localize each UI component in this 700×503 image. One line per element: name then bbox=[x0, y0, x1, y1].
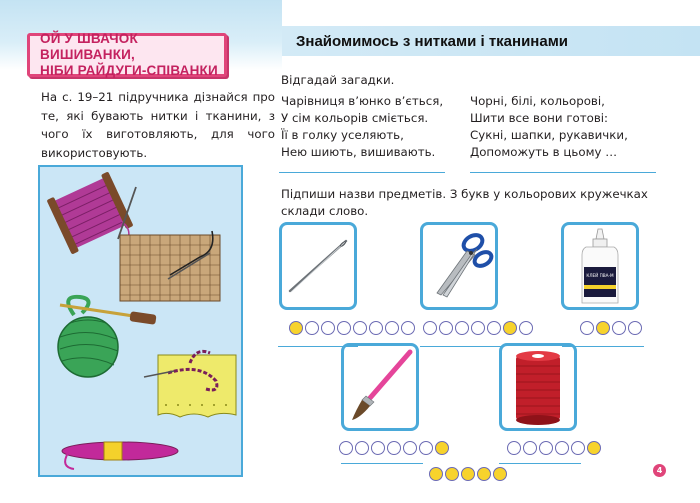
glue-letter-circles bbox=[580, 321, 642, 335]
riddles-heading: Відгадай загадки. bbox=[281, 73, 395, 87]
letter-circle[interactable] bbox=[628, 321, 642, 335]
letter-circle[interactable] bbox=[439, 321, 453, 335]
task-instruction: Підпиши назви предметів. З букв у кольор… bbox=[281, 187, 648, 218]
riddle-2-line: Чорні, білі, кольорові, bbox=[470, 94, 605, 108]
thread-spool-illustration bbox=[47, 172, 137, 254]
section-title-badge: ОЙ У ШВАЧОК ВИШИВАНКИ, НІБИ РАЙДУГИ-СПІВ… bbox=[27, 31, 227, 78]
yellow-fabric-illustration bbox=[143, 349, 237, 418]
needle-letter-circles bbox=[289, 321, 415, 335]
glue-label-text: КЛЕЙ ПВА-М bbox=[586, 273, 614, 278]
thread-skein-illustration bbox=[61, 441, 179, 470]
riddle-2-line: Сукні, шапки, рукавички, bbox=[470, 128, 628, 142]
letter-circle[interactable] bbox=[580, 321, 594, 335]
glue-card: КЛЕЙ ПВА-М bbox=[561, 222, 639, 310]
riddle-2-answer-line[interactable] bbox=[470, 172, 656, 173]
intro-text: На с. 19–21 підручника дізнайся про те, … bbox=[41, 90, 275, 160]
riddle-1: Чарівниця в’юнко в’ється, У сім кольорів… bbox=[281, 93, 443, 161]
riddle-2-line: Допоможуть в цьому … bbox=[470, 145, 617, 159]
letter-circle-colored[interactable] bbox=[289, 321, 303, 335]
brush-card bbox=[341, 343, 419, 431]
letter-circle[interactable] bbox=[455, 321, 469, 335]
letter-circle[interactable] bbox=[571, 441, 585, 455]
needle-icon bbox=[288, 239, 348, 293]
needle-answer-line[interactable] bbox=[278, 346, 358, 347]
letter-circle[interactable] bbox=[305, 321, 319, 335]
letter-circle[interactable] bbox=[612, 321, 626, 335]
letter-circle-colored[interactable] bbox=[587, 441, 601, 455]
letter-circle[interactable] bbox=[387, 441, 401, 455]
letter-circle[interactable] bbox=[355, 441, 369, 455]
letter-circle[interactable] bbox=[401, 321, 415, 335]
letter-circle[interactable] bbox=[507, 441, 521, 455]
letter-circle[interactable] bbox=[523, 441, 537, 455]
page-title: Знайомимось з нитками і тканинами bbox=[296, 33, 569, 50]
letter-circle-colored[interactable] bbox=[461, 467, 475, 481]
riddle-2: Чорні, білі, кольорові, Шити все вони го… bbox=[470, 93, 628, 161]
scissors-icon bbox=[436, 233, 494, 298]
letter-circle-colored[interactable] bbox=[596, 321, 610, 335]
title-bar bbox=[282, 26, 700, 56]
letter-circle[interactable] bbox=[419, 441, 433, 455]
scissors-card bbox=[420, 222, 498, 310]
letter-circle[interactable] bbox=[519, 321, 533, 335]
canvas-fabric-illustration bbox=[119, 230, 221, 302]
letter-circle-colored[interactable] bbox=[493, 467, 507, 481]
letter-circle[interactable] bbox=[403, 441, 417, 455]
riddle-1-answer-line[interactable] bbox=[279, 172, 445, 173]
answer-word-circles bbox=[429, 467, 507, 481]
riddle-1-line: Нею шиють, вишивають. bbox=[281, 145, 436, 159]
letter-circle-colored[interactable] bbox=[477, 467, 491, 481]
needle-card bbox=[279, 222, 357, 310]
riddle-2-line: Шити все вони готові: bbox=[470, 111, 609, 125]
brush-answer-line[interactable] bbox=[341, 463, 423, 464]
letter-circle[interactable] bbox=[471, 321, 485, 335]
thread-spool-icon bbox=[516, 351, 560, 425]
letter-circle[interactable] bbox=[369, 321, 383, 335]
letter-circle[interactable] bbox=[321, 321, 335, 335]
thread-spool-card bbox=[499, 343, 577, 431]
threads-illustration bbox=[38, 165, 243, 477]
letter-circle[interactable] bbox=[555, 441, 569, 455]
brush-letter-circles bbox=[339, 441, 449, 455]
page-number: 4 bbox=[653, 464, 666, 477]
yarn-ball-illustration bbox=[57, 294, 157, 378]
riddle-1-line: Її в голку уселяють, bbox=[281, 128, 404, 142]
letter-circle[interactable] bbox=[385, 321, 399, 335]
letter-circle[interactable] bbox=[337, 321, 351, 335]
thread-letter-circles bbox=[507, 441, 601, 455]
riddle-1-line: Чарівниця в’юнко в’ється, bbox=[281, 94, 444, 108]
riddle-1-line: У сім кольорів сміється. bbox=[281, 111, 429, 125]
glue-answer-line[interactable] bbox=[562, 346, 644, 347]
brush-icon bbox=[352, 349, 413, 420]
letter-circle-colored[interactable] bbox=[435, 441, 449, 455]
letter-circle[interactable] bbox=[353, 321, 367, 335]
letter-circle-colored[interactable] bbox=[429, 467, 443, 481]
glue-bottle-icon: КЛЕЙ ПВА-М bbox=[581, 228, 619, 304]
letter-circle-colored[interactable] bbox=[503, 321, 517, 335]
section-title-line-1: ОЙ У ШВАЧОК ВИШИВАНКИ, bbox=[40, 31, 138, 62]
letter-circle[interactable] bbox=[339, 441, 353, 455]
letter-circle[interactable] bbox=[423, 321, 437, 335]
thread-answer-line[interactable] bbox=[499, 463, 581, 464]
letter-circle-colored[interactable] bbox=[445, 467, 459, 481]
scissors-answer-line[interactable] bbox=[420, 346, 502, 347]
letter-circle[interactable] bbox=[371, 441, 385, 455]
letter-circle[interactable] bbox=[539, 441, 553, 455]
scissors-letter-circles bbox=[423, 321, 533, 335]
letter-circle[interactable] bbox=[487, 321, 501, 335]
section-title-line-2: НІБИ РАЙДУГИ-СПІВАНКИ bbox=[40, 63, 218, 78]
